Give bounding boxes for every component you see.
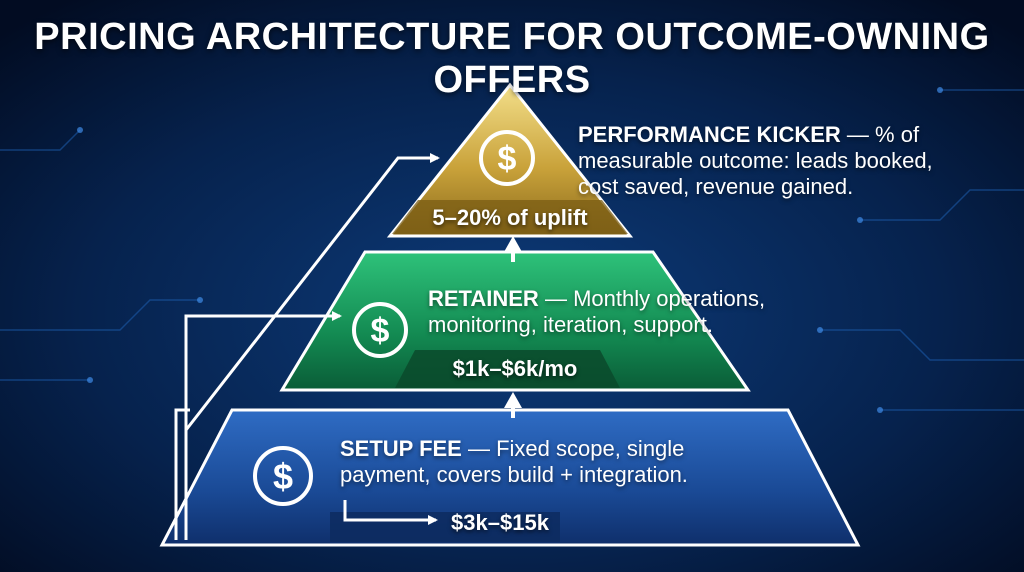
retainer-tier [279,250,751,392]
dollar-icon: $ [479,130,535,186]
performance-description: % of measurable outcome: leads booked, c… [578,122,933,199]
setup-price: $3k–$15k [451,510,549,535]
dollar-icon: $ [253,446,313,506]
retainer-description: Monthly operations, monitoring, iteratio… [428,286,766,337]
performance-price-band [392,200,628,234]
performance-dash: — [840,122,876,147]
setup-dash: — [461,436,497,461]
up-arrowheads [504,236,522,408]
retainer-price: $1k–$6k/mo [452,356,578,381]
performance-price: 5–20% of uplift [432,205,588,230]
svg-text:$: $ [498,140,517,178]
page-title: PRICING ARCHITECTURE FOR OUTCOME-OWNING … [34,16,990,101]
svg-text:$: $ [273,456,293,497]
dollar-icon: $ [352,302,408,358]
performance-name: PERFORMANCE KICKER [578,122,841,147]
retainer-name: RETAINER [428,286,539,311]
retainer-dash: — [538,286,574,311]
setup-name: SETUP FEE [340,436,462,461]
svg-text:$: $ [371,312,390,350]
retainer-description-block: RETAINER — Monthly operations, monitorin… [428,286,768,338]
circuit-decoration [0,89,1024,411]
setup-description-block: SETUP FEE — Fixed scope, single payment,… [340,436,710,488]
performance-kicker-tier [386,82,634,238]
performance-description-block: PERFORMANCE KICKER — % of measurable out… [578,122,978,200]
retainer-price-band [395,350,620,388]
setup-description: Fixed scope, single payment, covers buil… [340,436,688,487]
flow-connector [174,153,440,540]
circuit-nodes [77,87,943,413]
